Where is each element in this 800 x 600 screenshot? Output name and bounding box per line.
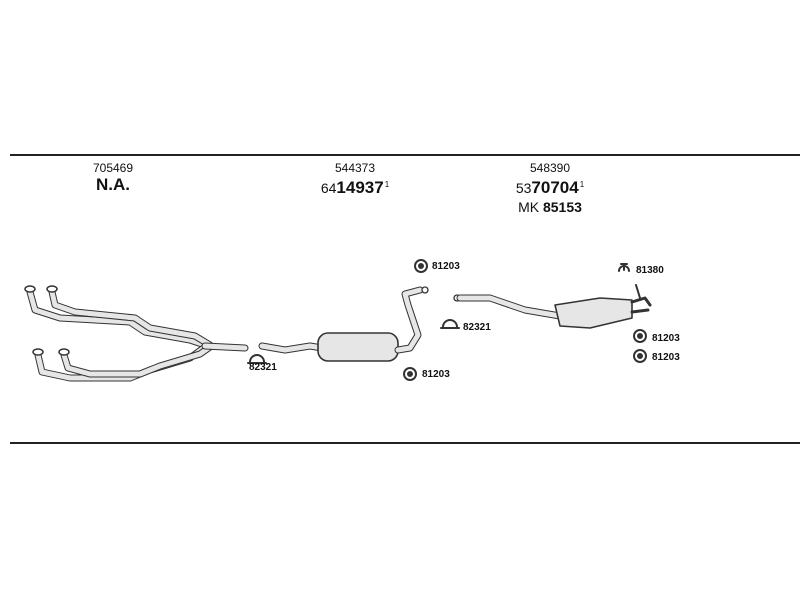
reference-main: 70704 [531,178,579,197]
rubber-mount-icon [403,367,417,381]
hanger-icon [618,263,630,272]
part-number: 548390 [529,161,571,175]
mk-value: 85153 [542,199,582,215]
rubber-mount-icon [633,349,647,363]
clamp-icon [247,354,267,364]
reference-number: 64149371 [310,175,400,198]
reference-superscript: 1 [579,180,585,189]
callout-mount-label: 81203 [652,352,680,363]
reference-superscript: 1 [384,180,390,189]
callout-mount-label: 81203 [432,261,460,272]
reference-prefix: 53 [515,180,532,196]
section-middle-silencer-header: 544373 64149371 [310,161,400,198]
reference-number: 53707041 [505,175,595,198]
middle-silencer [258,286,429,362]
callout-mount-label: 81203 [652,333,680,344]
section-front-pipe-header: 705469 N.A. [78,161,148,195]
callout-hanger-label: 81380 [636,265,664,276]
front-pipe-lower [32,342,249,382]
bottom-divider-line [10,442,800,444]
rear-silencer [453,284,652,329]
clamp-icon [440,319,460,329]
callout-clamp-label: 82321 [249,362,277,373]
top-divider-line [10,154,800,156]
mk-reference: MK 85153 [505,198,595,216]
reference-number: N.A. [96,175,130,194]
rubber-mount-icon [633,329,647,343]
part-number: 544373 [334,161,376,175]
reference-prefix: 64 [320,180,337,196]
rubber-mount-icon [414,259,428,273]
part-number: 705469 [92,161,134,175]
section-rear-silencer-header: 548390 53707041 MK 85153 [505,161,595,216]
callout-clamp-label: 82321 [463,322,491,333]
reference-main: 14937 [336,178,384,197]
front-pipe-upper [24,285,214,349]
mk-label: MK [518,199,540,215]
callout-mount-label: 81203 [422,369,450,380]
